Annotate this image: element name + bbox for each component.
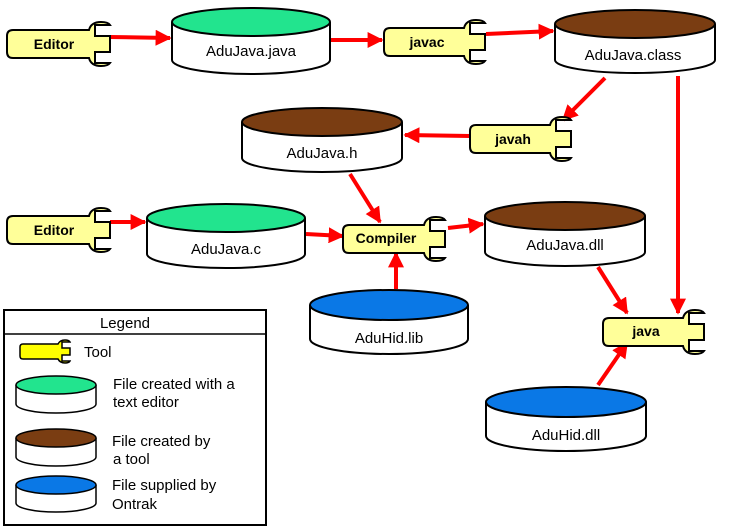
file-aduhid-lib: AduHid.lib [309,289,469,355]
wrench-icon [602,308,706,356]
file-aduhid-dll: AduHid.dll [485,386,647,452]
tool-label: javah [494,131,531,147]
cylinder-top [15,375,97,395]
arrow-adujava-class-to-javah [561,76,607,122]
cylinder-top [146,203,306,233]
file-adujava-class: AduJava.class [554,9,716,74]
arrow-adujava-c-to-compiler [305,227,345,244]
file-label-adujava-java: AduJava.java [206,43,297,60]
cylinder-top [171,7,331,37]
file-adujava-h: AduJava.h [241,107,403,173]
tool-java: java [602,308,706,356]
file-label-adujava-dll: AduJava.dll [526,237,604,254]
cylinder-top [554,9,716,39]
legend-supplied-row: File supplied by Ontrak [15,475,217,513]
wrench-icon [342,215,447,263]
legend-tool-file-row: File created by a tool [15,428,211,468]
legend-tool-row: Tool [19,339,112,364]
legend-supplied-line2: Ontrak [112,496,158,513]
cylinder-top [485,386,647,418]
tool-label: Editor [34,36,75,52]
arrow-aduhid-dll-to-java [596,341,629,387]
wrench-icon [6,206,112,254]
tool-label: javac [408,34,444,50]
cylinder-top [241,107,403,137]
tool-editor-top: Editor [6,20,112,68]
arrow-compiler-to-adujava-dll [447,217,485,234]
file-adujava-java: AduJava.java [171,7,331,75]
wrench-icon [6,20,112,68]
file-label-adujava-h: AduJava.h [287,145,358,162]
file-adujava-c: AduJava.c [146,203,306,269]
legend: Legend Tool File created with a text edi… [3,309,267,526]
arrow-editor-to-adujava-java [109,29,172,46]
arrow-javac-to-adujava-class [485,23,555,40]
tool-editor-mid: Editor [6,206,112,254]
cylinder-top [15,428,97,448]
arrow-adujava-h-to-compiler [348,172,382,224]
file-label-adujava-c: AduJava.c [191,241,262,258]
file-label-aduhid-lib: AduHid.lib [355,330,423,347]
arrow-javah-to-adujava-h [403,127,471,144]
legend-edit-row: File created with a text editor [15,375,235,414]
legend-edit-line1: File created with a [113,376,235,393]
cylinder-top [484,201,646,231]
legend-edit-line2: text editor [113,394,179,411]
wrench-icon [19,339,72,364]
legend-tool-line1: File created by [112,433,211,450]
legend-title: Legend [100,315,150,332]
connectors [109,23,686,387]
file-adujava-dll: AduJava.dll [484,201,646,267]
tool-javah: javah [469,115,573,163]
tool-compiler: Compiler [342,215,447,263]
cylinder-top [309,289,469,321]
cylinder-top [15,475,97,495]
wrench-icon [469,115,573,163]
wrench-icon [383,18,487,66]
tool-label: java [631,323,659,339]
arrow-adujava-dll-to-java [596,265,629,315]
tool-javac: javac [383,18,487,66]
legend-tool-line2: a tool [113,451,150,468]
legend-tool-label: Tool [84,344,112,361]
tool-label: Compiler [356,230,417,246]
file-label-adujava-class: AduJava.class [585,47,682,64]
tool-label: Editor [34,222,75,238]
legend-supplied-line1: File supplied by [112,477,217,494]
file-label-aduhid-dll: AduHid.dll [532,427,600,444]
